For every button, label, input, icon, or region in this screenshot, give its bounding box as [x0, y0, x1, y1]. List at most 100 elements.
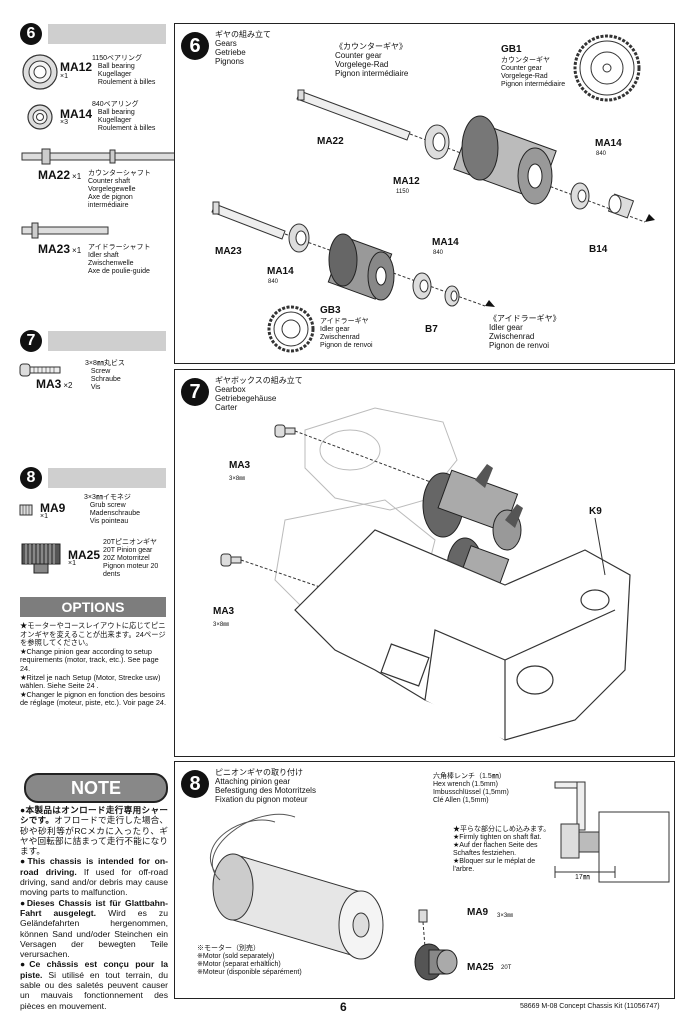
- counter-gear-assembly-drawing: [422, 469, 522, 551]
- ma25-label: MA25: [467, 962, 494, 973]
- gearbox-drawing: [220, 407, 631, 741]
- ma25-pinion-drawing: [414, 943, 458, 981]
- ma3-code: MA3×2: [36, 377, 73, 391]
- ma9-grub-screw-icon: [19, 504, 33, 516]
- insert-arrow-icon: [505, 504, 523, 528]
- ma14-bearing-drawing-c: [412, 272, 432, 300]
- ma12-bearing-icon: [22, 54, 58, 90]
- counter-gear-title: 《カウンターギヤ》 Counter gear Vorgelege-Rad Pig…: [335, 42, 409, 78]
- b14-label: B14: [589, 244, 608, 255]
- ma25-code: MA25: [68, 548, 101, 562]
- ma22-shaft-icon: [21, 148, 179, 165]
- options-line-de: ★Ritzel je nach Setup (Motor, Strecke us…: [20, 672, 161, 691]
- ma9-qty: ×1: [40, 513, 48, 520]
- ma9-desc: 3×3㎜イモネジ Grub screw Madenschraube Vis po…: [84, 494, 141, 525]
- ma12-label: MA12: [393, 176, 420, 187]
- step-6-panel: 6 ギヤの組み立て Gears Getriebe Pignons 《カウンターギ…: [174, 23, 675, 364]
- panel-6-gears-drawing: [211, 34, 655, 353]
- step-8-panel: 8 ピニオンギヤの取り付け Attaching pinion gear Befe…: [174, 761, 675, 999]
- ma22-label: MA22: [317, 136, 344, 147]
- step-7-bar: [48, 331, 166, 351]
- gb1-code: GB1: [501, 44, 522, 55]
- panel-8-title: ピニオンギヤの取り付け Attaching pinion gear Befest…: [215, 768, 316, 804]
- ma3-sub-a: 3×8㎜: [229, 476, 246, 482]
- ma23-shaft-icon: [21, 222, 109, 239]
- ma12-sub: 1150: [396, 189, 409, 195]
- panel-8-badge: 8: [181, 770, 209, 798]
- panel-7-badge: 7: [181, 378, 209, 406]
- ma9-sub: 3×3㎜: [497, 913, 514, 919]
- options-banner: OPTIONS: [20, 597, 166, 617]
- step-8-badge: 8: [20, 467, 42, 489]
- idler-gear-title: 《アイドラーギヤ》 Idler gear Zwischenrad Pignon …: [489, 314, 561, 350]
- gb3-label: GB3: [320, 305, 341, 316]
- ma22-desc: カウンターシャフト Counter shaft Vorgelegewelle A…: [88, 170, 151, 209]
- ma9-code: MA9: [40, 501, 66, 515]
- ma3-screw-drawing-b: [220, 553, 242, 567]
- note-banner: NOTE: [24, 773, 168, 803]
- ma12-desc: 1150ベアリング Ball bearing Kugellager Roulem…: [92, 55, 156, 86]
- ma23-desc: アイドラーシャフト Idler shaft Zwischenwelle Axe …: [88, 244, 151, 275]
- step-8-bar: [48, 468, 166, 488]
- note-item-en: ●This chassis is intended for on-road dr…: [20, 856, 169, 898]
- ma3-screw-drawing-a: [274, 424, 296, 438]
- gb1-counter-gear-drawing: [453, 115, 557, 205]
- k9-gearbox-housing: [294, 529, 631, 741]
- ma22-shaft-drawing: [296, 89, 411, 141]
- ma14-sub-a: 840: [596, 151, 607, 157]
- ma14-label-a: MA14: [595, 138, 622, 149]
- ma23-code: MA23×1: [38, 242, 82, 256]
- arrow-icon: [485, 300, 495, 307]
- options-line-fr: ★Changer le pignon en fonction des besoi…: [20, 689, 167, 708]
- ma3-screw-icon: [19, 363, 61, 377]
- ma3-desc: 3×8㎜丸ビス Screw Schraube Vis: [85, 360, 125, 391]
- motor-sold-separately: ※モーター（別売） ※Motor (sold separately) ※Moto…: [197, 945, 302, 976]
- ma25-desc: 20Tピニオンギヤ 20T Pinion gear 20Z Motorritze…: [103, 539, 159, 578]
- gb3-gear-face-drawing: [267, 305, 315, 353]
- options-line-en: ★Change pinion gear according to setup r…: [20, 646, 159, 673]
- ma14-bearing-drawing-a: [570, 182, 590, 210]
- ma25-pinion-icon: [21, 543, 61, 574]
- ma9-label: MA9: [467, 907, 489, 918]
- hex-wrench-drawing: [554, 781, 586, 831]
- ma14-code: MA14: [60, 107, 93, 121]
- ma3-label-a: MA3: [229, 460, 251, 471]
- page-number: 6: [340, 1000, 347, 1014]
- options-line-ja: ★モーターやコースレイアウトに応じてピニオンギヤを変えることが出来ます。24ペー…: [20, 621, 166, 648]
- ma3-sub-b: 3×8㎜: [213, 622, 230, 628]
- ma12-qty: ×1: [60, 73, 68, 80]
- options-text: ★モーターやコースレイアウトに応じてピニオンギヤを変えることが出来ます。24ペー…: [20, 621, 168, 708]
- ma14-label-b: MA14: [267, 266, 294, 277]
- shaft-flat-note: ★平らな部分にしめ込みます。 ★Firmly tighten on shaft …: [453, 826, 551, 873]
- b7-label: B7: [425, 324, 438, 335]
- gb3-idler-gear-drawing: [327, 233, 395, 301]
- b14-bushing-drawing: [607, 193, 635, 219]
- ma23-label: MA23: [215, 246, 242, 257]
- ma23-shaft-drawing: [211, 201, 286, 240]
- ma14-sub-b: 840: [268, 279, 279, 285]
- dimension-17mm: 17㎜: [575, 874, 590, 881]
- ma14-bearing-drawing-b: [288, 223, 310, 253]
- hex-wrench-label: 六角棒レンチ（1.5㎜） Hex wrench (1.5mm) Imbussch…: [433, 773, 509, 804]
- gb3-desc: アイドラーギヤ Idler gear Zwischenrad Pignon de…: [320, 318, 373, 349]
- ma25-sub: 20T: [501, 965, 512, 971]
- step-7-badge: 7: [20, 330, 42, 352]
- note-item-ja: ●本製品はオンロード走行専用シャーシです。オフロードで走行した場合、砂や砂利等が…: [20, 805, 168, 857]
- ma25-qty: ×1: [68, 560, 76, 567]
- note-text: ●本製品はオンロード走行専用シャーシです。オフロードで走行した場合、砂や砂利等が…: [20, 805, 168, 1011]
- ma14-qty: ×3: [60, 119, 68, 126]
- pinion-on-shaft-detail: [560, 811, 670, 883]
- b7-bushing-drawing: [444, 285, 460, 307]
- insert-arrow-icon: [475, 464, 493, 488]
- k9-label: K9: [589, 506, 602, 517]
- note-item-fr: ●Ce châssis est conçu pour la piste. Si …: [20, 959, 168, 1011]
- ma14-desc: 840ベアリング Ball bearing Kugellager Rouleme…: [92, 101, 156, 132]
- ma9-screw-drawing: [418, 909, 428, 923]
- note-item-de: ●Dieses Chassis ist für Glattbahn-Fahrt …: [20, 897, 169, 960]
- panel-8-drawing: [209, 781, 670, 981]
- step-6-bar: [48, 24, 166, 44]
- ma14-bearing-icon: [27, 104, 53, 130]
- kit-id: 58669 M-08 Concept Chassis Kit (11056747…: [520, 1003, 660, 1010]
- arrow-icon: [645, 214, 655, 222]
- ma3-label-b: MA3: [213, 606, 235, 617]
